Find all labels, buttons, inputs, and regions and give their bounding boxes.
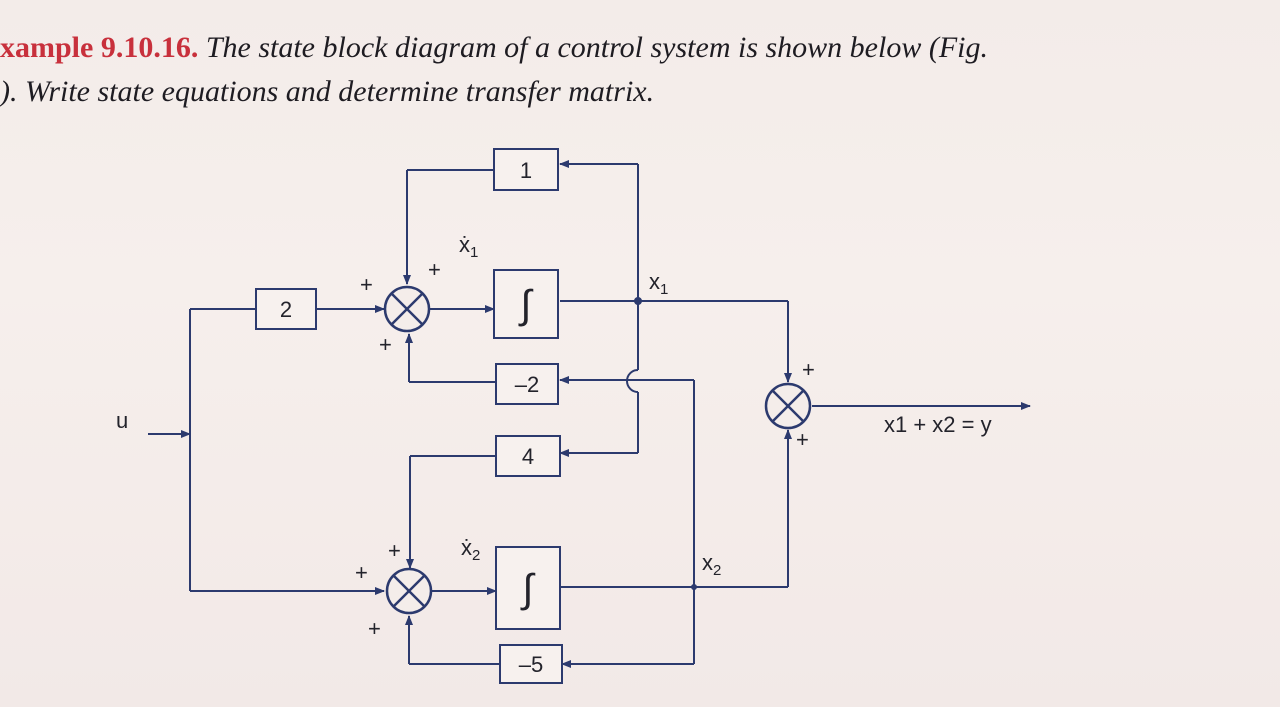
input-label-u: u [116,408,128,433]
example-heading: xample 9.10.16. The state block diagram … [0,26,1280,70]
gain-block-neg5 [499,644,563,684]
x2-label: x2 [702,550,721,579]
sign-sum2-bottom: + [368,616,381,641]
gain-1-label: 1 [520,158,532,183]
sign-sum1-left: + [360,272,373,297]
heading-line-2-wrap: ). Write state equations and determine t… [0,70,1280,114]
gain-2-label: 2 [280,297,292,322]
gain-neg5-label: –5 [519,652,543,677]
junction-x1 [634,297,642,305]
sign-sum1-bottom: + [379,332,392,357]
sign-sum2-left: + [355,560,368,585]
gain-4-label: 4 [522,444,534,469]
summing-junction-2 [385,567,433,615]
sign-out-bottom: + [796,427,809,452]
summing-junction-1 [383,285,431,333]
sign-out-top: + [802,357,815,382]
example-number: xample 9.10.16. [0,31,199,64]
integrator-2-symbol: ∫ [521,567,537,611]
sign-sum2-top: + [388,538,401,563]
gain-block-1 [493,148,559,191]
gain-block-4 [495,435,561,477]
heading-line-2: ). Write state equations and determine t… [0,75,655,108]
output-label: x1 + x2 = y [884,412,992,437]
gain-block-neg2 [495,363,559,405]
integrator-block-1 [493,269,559,339]
integrator-block-2 [495,546,561,630]
x1-dot-label: ẋ1 [459,232,478,261]
heading-line-1: The state block diagram of a control sys… [198,31,988,64]
junction-x2 [691,584,697,590]
gain-neg2-label: –2 [515,372,539,397]
summing-junction-output [764,382,812,430]
x2-dot-label: ẋ2 [461,535,480,564]
gain-block-2 [255,288,317,330]
sign-sum1-top: + [428,257,441,282]
integrator-1-symbol: ∫ [519,283,535,327]
x1-label: x1 [649,269,668,298]
